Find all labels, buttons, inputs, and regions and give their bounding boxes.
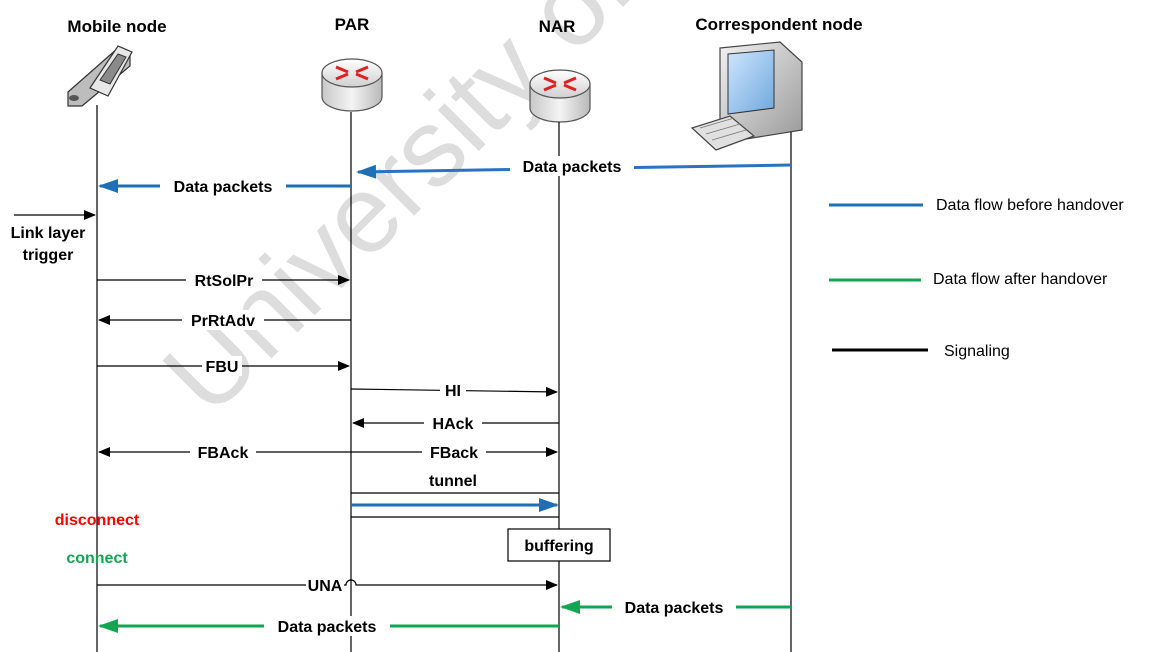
data-packets-label: Data packets — [278, 619, 377, 636]
desktop-computer-icon — [690, 41, 803, 151]
legend: Data flow before handover Data flow afte… — [829, 197, 1124, 360]
link-layer-trigger-label: Link layer — [11, 225, 86, 242]
fbu-label: FBU — [206, 359, 239, 376]
hi-label: HI — [445, 383, 461, 400]
link-layer-trigger-label: trigger — [23, 247, 74, 264]
fback-label-mobile: FBAck — [198, 445, 249, 462]
disconnect-label: disconnect — [55, 512, 140, 529]
legend-after-label: Data flow after handover — [933, 271, 1108, 288]
buffering-label: buffering — [524, 538, 593, 555]
una-label: UNA — [308, 578, 343, 595]
buffering-box — [507, 528, 611, 562]
legend-signaling-label: Signaling — [944, 343, 1010, 360]
router-icon — [321, 58, 383, 112]
nar-title: NAR — [539, 17, 576, 36]
fback-label-nar: FBack — [430, 445, 478, 462]
tunnel-label: tunnel — [429, 473, 477, 490]
data-packets-label: Data packets — [523, 159, 622, 176]
mobile-node-title: Mobile node — [67, 17, 166, 36]
mobile-phone-icon — [67, 45, 133, 107]
svg-text:University of Cape Town: University of Cape Town — [140, 0, 1064, 437]
una-arrow — [97, 579, 558, 590]
legend-before-label: Data flow before handover — [936, 197, 1124, 214]
data-packets-label: Data packets — [174, 179, 273, 196]
hack-label: HAck — [433, 416, 474, 433]
data-packets-label: Data packets — [625, 600, 724, 617]
correspondent-node-title: Correspondent node — [695, 15, 862, 34]
rtsolpr-label: RtSolPr — [195, 273, 254, 290]
par-title: PAR — [335, 15, 370, 34]
prrtadv-label: PrRtAdv — [191, 313, 255, 330]
connect-label: connect — [66, 550, 128, 567]
router-icon — [529, 69, 591, 123]
watermark: University of Cape Town — [140, 0, 1064, 437]
